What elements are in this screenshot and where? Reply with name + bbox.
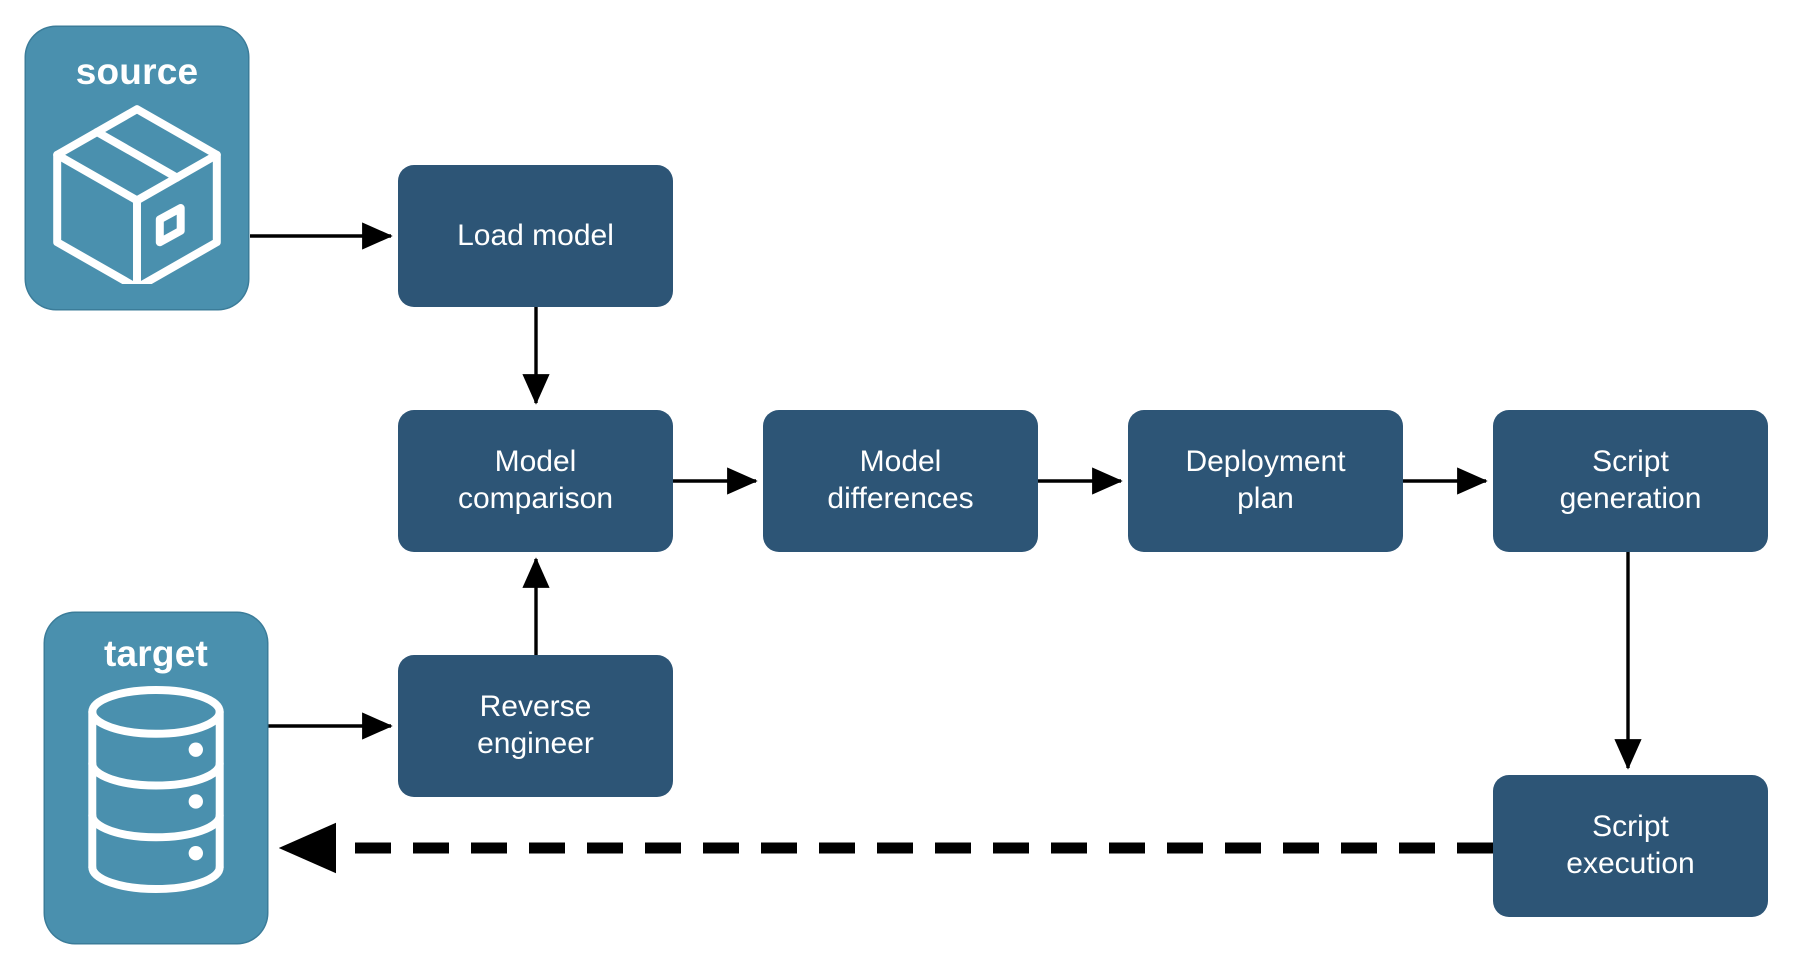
database-cylinder-icon	[88, 685, 224, 893]
node-reverse-engineer[interactable]: Reverse engineer	[398, 655, 673, 797]
endpoint-target[interactable]: target	[45, 613, 267, 943]
node-model-differences-line-2: differences	[827, 482, 974, 515]
node-script-generation-line-1: Script	[1592, 445, 1669, 479]
node-deployment-plan-line-1: Deployment	[1185, 445, 1346, 479]
endpoint-target-label: target	[104, 633, 208, 674]
endpoint-source[interactable]: source	[26, 27, 248, 309]
node-load-model[interactable]: Load model	[398, 165, 673, 307]
node-deployment-plan-line-2: plan	[1237, 482, 1294, 515]
package-box-icon	[53, 105, 221, 284]
node-reverse-engineer-line-1: Reverse	[479, 690, 592, 724]
node-model-comparison[interactable]: Model comparison	[398, 410, 673, 552]
endpoint-source-label: source	[75, 51, 199, 92]
node-script-execution-line-2: execution	[1566, 847, 1695, 880]
node-model-comparison-line-2: comparison	[457, 482, 614, 515]
node-load-model-line-1: Load model	[457, 218, 614, 252]
node-deployment-plan[interactable]: Deployment plan	[1128, 410, 1403, 552]
node-script-generation-line-2: generation	[1559, 482, 1702, 515]
node-model-comparison-line-1: Model	[494, 445, 577, 479]
node-reverse-engineer-line-2: engineer	[477, 727, 594, 760]
node-model-differences-line-1: Model	[859, 445, 942, 479]
node-script-execution-line-1: Script	[1592, 810, 1669, 844]
node-script-generation[interactable]: Script generation	[1493, 410, 1768, 552]
node-model-differences[interactable]: Model differences	[763, 410, 1038, 552]
node-script-execution[interactable]: Script execution	[1493, 775, 1768, 917]
